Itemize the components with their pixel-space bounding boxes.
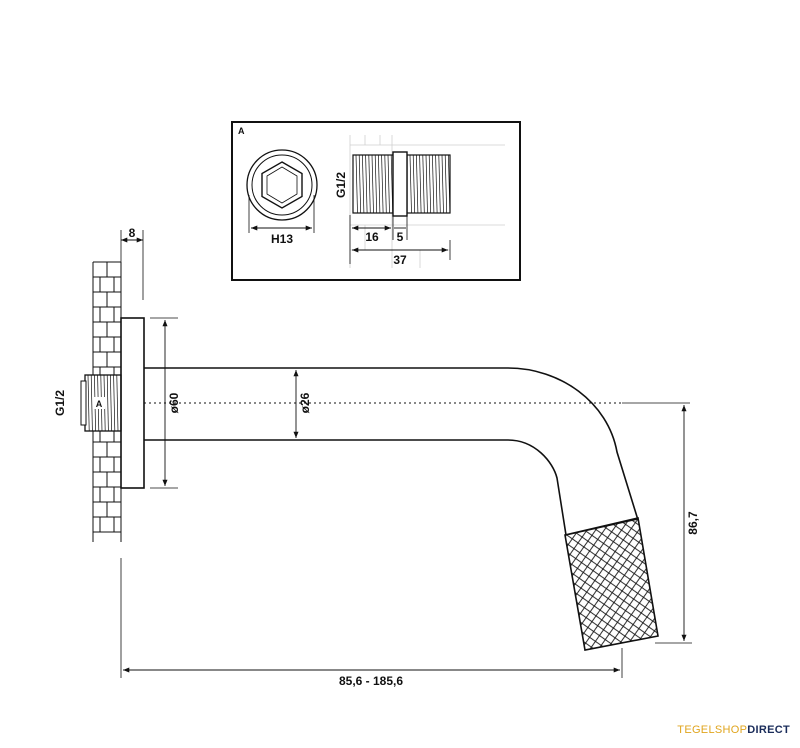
detail-thread-label: G1/2 <box>334 172 348 198</box>
brand-logo: TEGELSHOPDIRECT <box>677 724 790 736</box>
dim-5-label: 5 <box>397 230 404 244</box>
main-thread-label: G1/2 <box>53 390 67 416</box>
hex-size-label: H13 <box>271 232 293 246</box>
threaded-nipple <box>352 151 451 217</box>
detail-box-a: A H13 G1/2 <box>231 121 521 281</box>
spout-body <box>144 367 639 536</box>
detail-ref-label: A <box>96 399 103 409</box>
spout-height-label: 86,7 <box>686 511 700 535</box>
wall-depth-label: 8 <box>129 226 136 240</box>
dim-37-label: 37 <box>393 253 407 267</box>
spout-length-label: 85,6 - 185,6 <box>339 674 403 688</box>
dim-16-label: 16 <box>365 230 379 244</box>
hex-nut-view <box>246 149 318 221</box>
spout-diameter-label: ø26 <box>298 392 312 413</box>
brand-part-1: TEGELSHOP <box>677 724 748 736</box>
detail-box-label: A <box>238 126 245 136</box>
brand-part-2: DIRECT <box>747 724 790 736</box>
wall-flange <box>120 317 145 489</box>
knurled-grip <box>564 517 659 651</box>
